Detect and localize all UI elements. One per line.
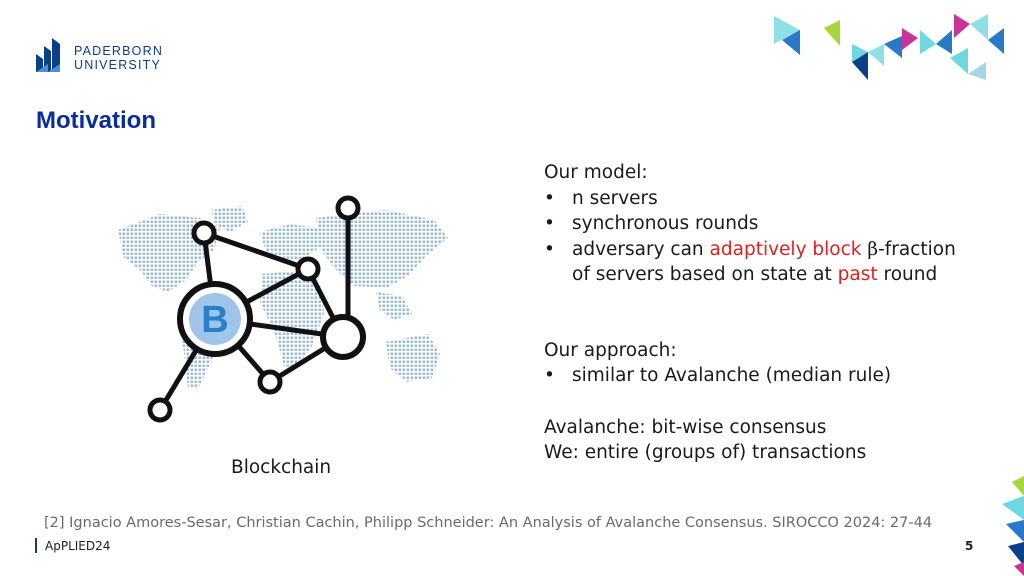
past-highlight: past (837, 264, 878, 285)
model-bullet-1: n servers (544, 186, 984, 212)
model-bullet-2: synchronous rounds (544, 211, 984, 237)
slide-title: Motivation (36, 107, 156, 134)
model-bullet-3-pre: adversary can (572, 238, 710, 260)
comparison-line-1: Avalanche: bit-wise consensus (544, 416, 827, 438)
bitcoin-coin-icon (189, 293, 241, 345)
footer-accent-bar (35, 538, 37, 553)
model-bullet-3-cont-pre: of servers based on state at (572, 264, 838, 285)
page-number: 5 (965, 539, 974, 553)
comparison-line-2: We: entire (groups of) transactions (544, 442, 867, 463)
citation-footnote: [2] Ignacio Amores-Sesar, Christian Cach… (44, 515, 933, 531)
approach-heading: Our approach: (544, 339, 677, 361)
world-map-dots (118, 206, 448, 388)
model-heading: Our model: (544, 162, 648, 183)
logo-line-2: UNIVERSITY (74, 58, 162, 72)
university-logo-icon (36, 38, 60, 72)
decorative-triangles-top (774, 14, 1004, 80)
beta-symbol: β (861, 238, 879, 260)
model-bullet-3: adversary can adaptively block β-fractio… (544, 237, 984, 263)
slide-body: Our model: n servers synchronous rounds … (544, 160, 984, 466)
bitcoin-letter: B (201, 299, 228, 341)
model-bullet-3-continuation: of servers based on state at past round (544, 262, 984, 288)
university-logo-text: PADERBORN UNIVERSITY (74, 44, 163, 72)
illustration-caption: Blockchain (231, 457, 332, 478)
adaptively-block-highlight: adaptively block (709, 238, 862, 260)
model-bullet-3-post: -fraction (878, 238, 956, 260)
approach-bullet-1: similar to Avalanche (median rule) (544, 363, 984, 389)
footer-conference-label: ApPLIED24 (45, 539, 111, 553)
model-bullet-3-cont-post: round (877, 264, 938, 285)
blockchain-network-illustration: B (118, 195, 448, 423)
decorative-triangles-bottom (1002, 476, 1024, 576)
logo-line-1: PADERBORN (74, 44, 164, 58)
